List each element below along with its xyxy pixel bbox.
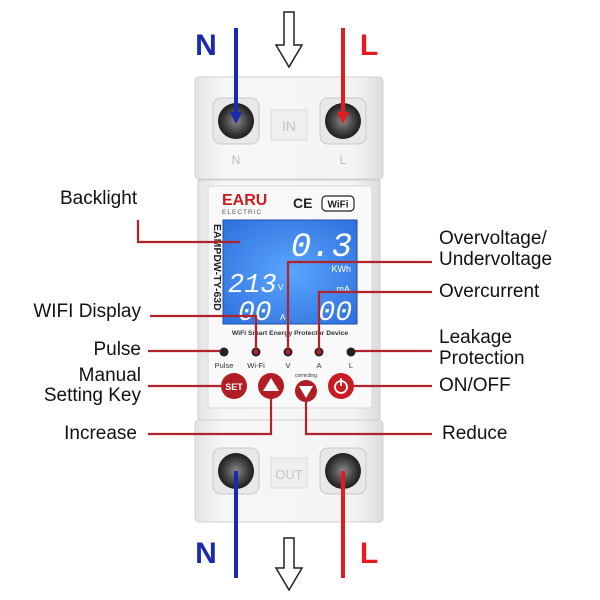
callout-leakage-line1: Leakage <box>439 327 512 348</box>
pole-label-l-top: L <box>360 29 378 62</box>
lcd-unit-right: mA <box>337 284 351 294</box>
out-window <box>270 457 308 489</box>
terminal-label-n: N <box>232 153 241 167</box>
callout-reduce: Reduce <box>442 423 508 444</box>
leader-lines <box>136 220 432 436</box>
leader-wifi-display <box>150 314 258 352</box>
device-subtitle: WiFi Smart Energy Protector Device <box>232 330 348 337</box>
lcd-reading-right: 00 <box>318 298 352 329</box>
lcd-unit-left-bottom: A <box>280 313 286 322</box>
callout-manual-line2: Setting Key <box>43 385 141 406</box>
in-window-label: IN <box>282 118 296 134</box>
wifi-badge: WiFi <box>327 200 348 211</box>
indicator-pulse-led <box>219 347 229 357</box>
lcd-reading-left-bottom: 00 <box>238 298 272 329</box>
indicator-label: Pulse <box>215 361 234 370</box>
brand-logo: EARU <box>222 192 267 209</box>
pole-label-n-bottom: N <box>195 537 217 570</box>
wires <box>230 28 349 578</box>
ce-mark: CE <box>293 195 312 211</box>
callout-overcurrent: Overcurrent <box>439 281 540 302</box>
leader-overcurrent <box>317 290 432 352</box>
callout-manual: Manual Setting Key <box>0 366 141 406</box>
indicator-l-led <box>346 347 356 357</box>
in-window <box>270 109 308 141</box>
brand-sub: ELECTRIC <box>222 209 262 216</box>
reduce-button[interactable]: correcting <box>295 373 317 402</box>
callout-overvoltage: Overvoltage/ Undervoltage <box>439 228 599 270</box>
up-triangle-icon <box>263 378 279 391</box>
model-number: EAMPDW-TY-63D <box>211 224 223 311</box>
leader-reduce <box>304 402 432 436</box>
indicator-label: V <box>285 361 290 370</box>
callout-onoff: ON/OFF <box>439 375 511 396</box>
callout-leakage: Leakage Protection <box>439 327 599 369</box>
down-triangle-icon <box>299 386 313 398</box>
callout-overvoltage-line1: Overvoltage/ <box>439 228 547 249</box>
leader-dot <box>253 349 259 355</box>
leader-overvoltage <box>286 260 432 352</box>
callout-overvoltage-line2: Undervoltage <box>439 249 553 270</box>
leader-dot <box>285 349 291 355</box>
down-arrow-icon <box>274 537 304 592</box>
down-arrow-icon <box>274 11 304 69</box>
set-button-label: SET <box>225 382 243 392</box>
callout-wifi-display: WIFI Display <box>33 301 141 322</box>
correcting-label: correcting <box>295 373 317 379</box>
out-window-label: OUT <box>275 467 303 482</box>
leader-increase <box>148 399 273 436</box>
leader-dot <box>316 349 322 355</box>
pole-label-l-bottom: L <box>360 537 378 570</box>
lcd-reading-left-top: 213 <box>228 271 277 301</box>
indicator-label: L <box>349 361 353 370</box>
indicator-label: Wi-Fi <box>247 361 265 370</box>
callout-manual-line1: Manual <box>78 365 141 386</box>
callout-leakage-line2: Protection <box>439 348 525 369</box>
callout-increase: Increase <box>64 423 137 444</box>
set-button[interactable]: SET <box>221 373 247 399</box>
front-panel: EARU ELECTRIC CE WiFi EAMPDW-TY-63D 0.3 … <box>207 185 373 409</box>
power-button[interactable] <box>328 373 354 399</box>
lcd-unit-left-top: V <box>278 283 284 292</box>
leader-backlight <box>136 220 240 244</box>
callout-pulse: Pulse <box>93 339 141 360</box>
lcd-unit-top: KWh <box>331 264 351 274</box>
indicator-label: A <box>316 361 321 370</box>
pole-label-n-top: N <box>195 29 217 62</box>
callout-backlight: Backlight <box>60 188 138 209</box>
terminal-label-l: L <box>340 153 347 167</box>
lcd-reading-top: 0.3 <box>291 229 352 267</box>
increase-button[interactable] <box>258 373 284 399</box>
lcd-display <box>222 219 358 325</box>
